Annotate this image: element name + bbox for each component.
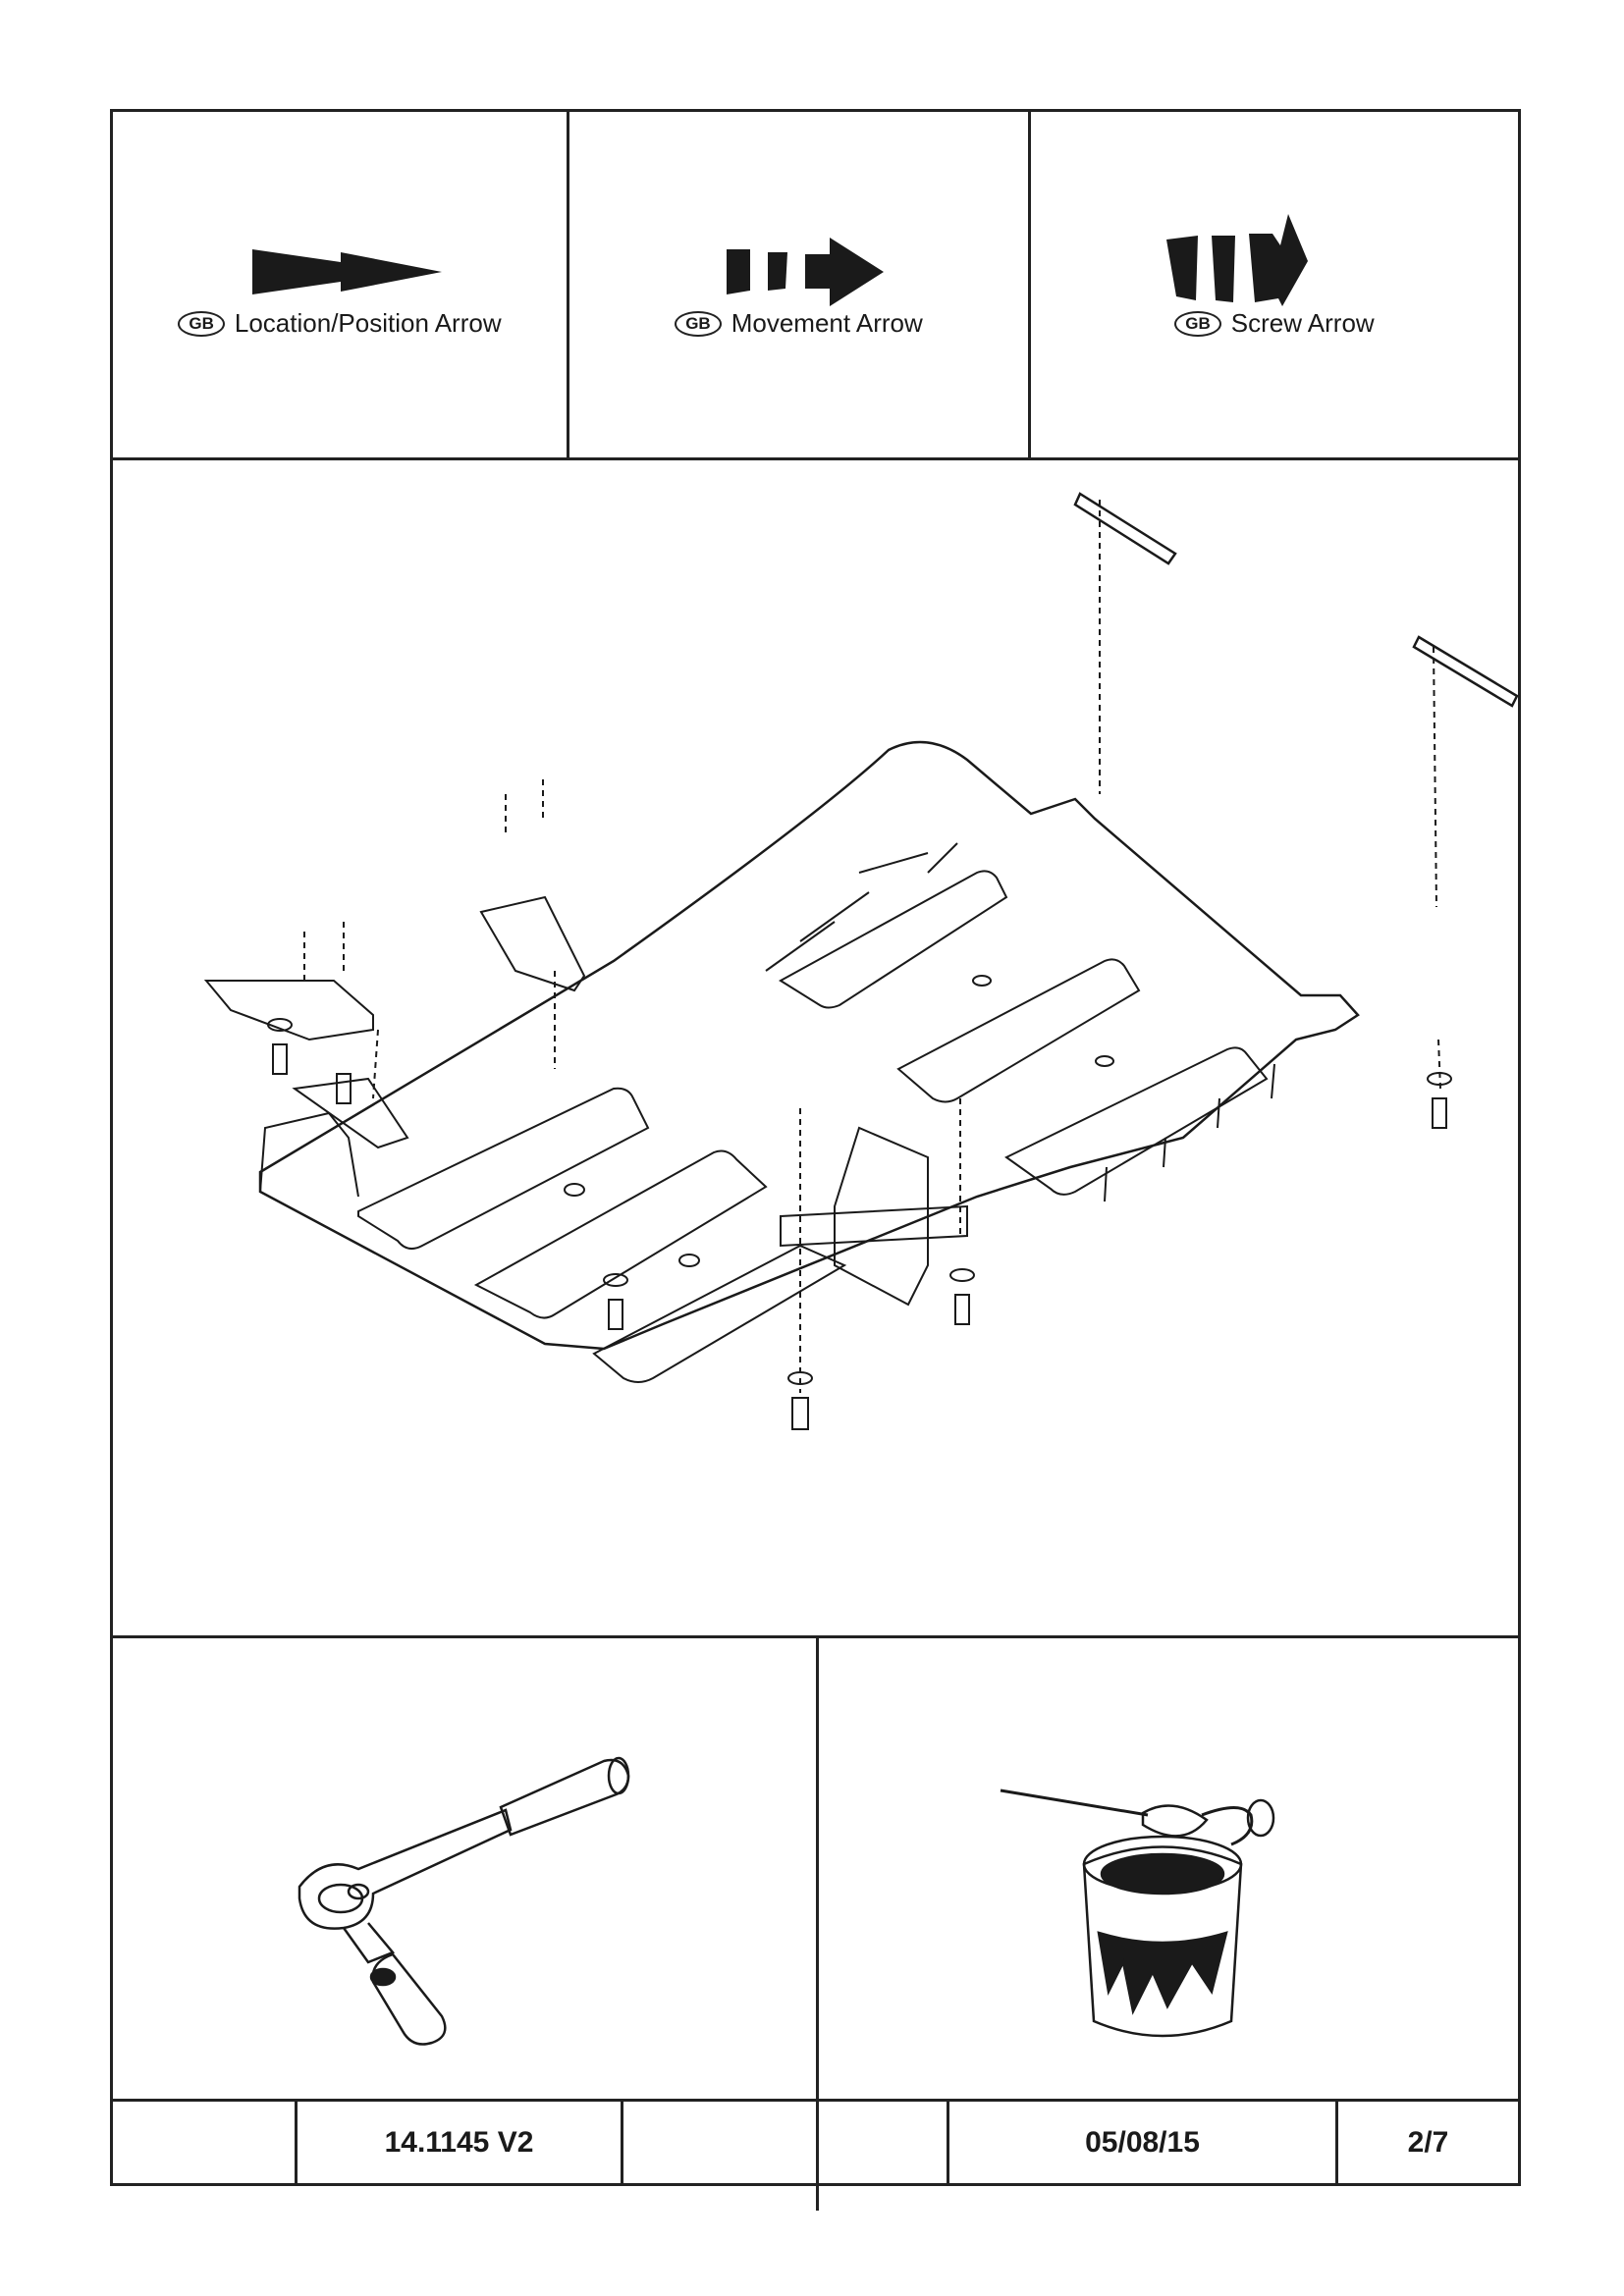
- tools-row: [113, 1638, 1518, 2211]
- skid-plate-diagram: [203, 492, 1518, 1430]
- ratchet-wrench-icon: [298, 1756, 630, 2046]
- legend-label-movement: Movement Arrow: [731, 308, 923, 338]
- center-bracket: [834, 1126, 929, 1307]
- legend-row: GB Location/Position Arrow GB Movement A…: [113, 112, 1518, 460]
- tool-ratchet: [113, 1638, 819, 2211]
- instruction-sheet-frame: GB Location/Position Arrow GB Movement A…: [110, 109, 1521, 2211]
- panel-cutout-2: [473, 1149, 768, 1319]
- footer-cell-blank-1: [113, 2102, 298, 2183]
- part-number: 14.1145 V2: [298, 2102, 623, 2183]
- exploded-diagram: [113, 460, 1518, 1638]
- skid-plate: [258, 740, 1360, 1351]
- legend-screw-arrow: GB Screw Arrow: [1031, 112, 1518, 457]
- gb-badge: GB: [178, 310, 225, 337]
- legend-location-arrow: GB Location/Position Arrow: [113, 112, 569, 457]
- gb-badge: GB: [675, 310, 722, 337]
- legend-label-location: Location/Position Arrow: [234, 308, 502, 338]
- revision-date: 05/08/15: [949, 2102, 1338, 2183]
- paint-brush-can-icon: [1000, 1789, 1275, 2038]
- tool-paint: [819, 1638, 1518, 2211]
- footer-title-block: 14.1145 V2 05/08/15 2/7: [110, 2099, 1521, 2186]
- strap-right-mid: [1412, 635, 1518, 708]
- legend-label-screw: Screw Arrow: [1230, 308, 1375, 338]
- gb-badge: GB: [1174, 310, 1221, 337]
- movement-arrow-icon: [727, 238, 884, 306]
- panel-cutout-3: [592, 1244, 847, 1383]
- panel-cutout-4: [779, 870, 1008, 1009]
- bracket-left-lower: [292, 1077, 409, 1149]
- screw-arrow-icon: [1166, 214, 1308, 306]
- panel-cutout-5: [896, 958, 1141, 1103]
- bracket-mid-upper: [479, 895, 586, 992]
- location-arrow-icon: [252, 249, 442, 294]
- panel-cutout-6: [1004, 1046, 1269, 1196]
- page-number: 2/7: [1407, 2125, 1449, 2159]
- strap-right-top: [1073, 492, 1177, 565]
- footer-cell-blank-2: [623, 2102, 949, 2183]
- panel-cutout-1: [357, 1087, 650, 1251]
- bracket-left-upper: [203, 980, 374, 1041]
- legend-movement-arrow: GB Movement Arrow: [569, 112, 1031, 457]
